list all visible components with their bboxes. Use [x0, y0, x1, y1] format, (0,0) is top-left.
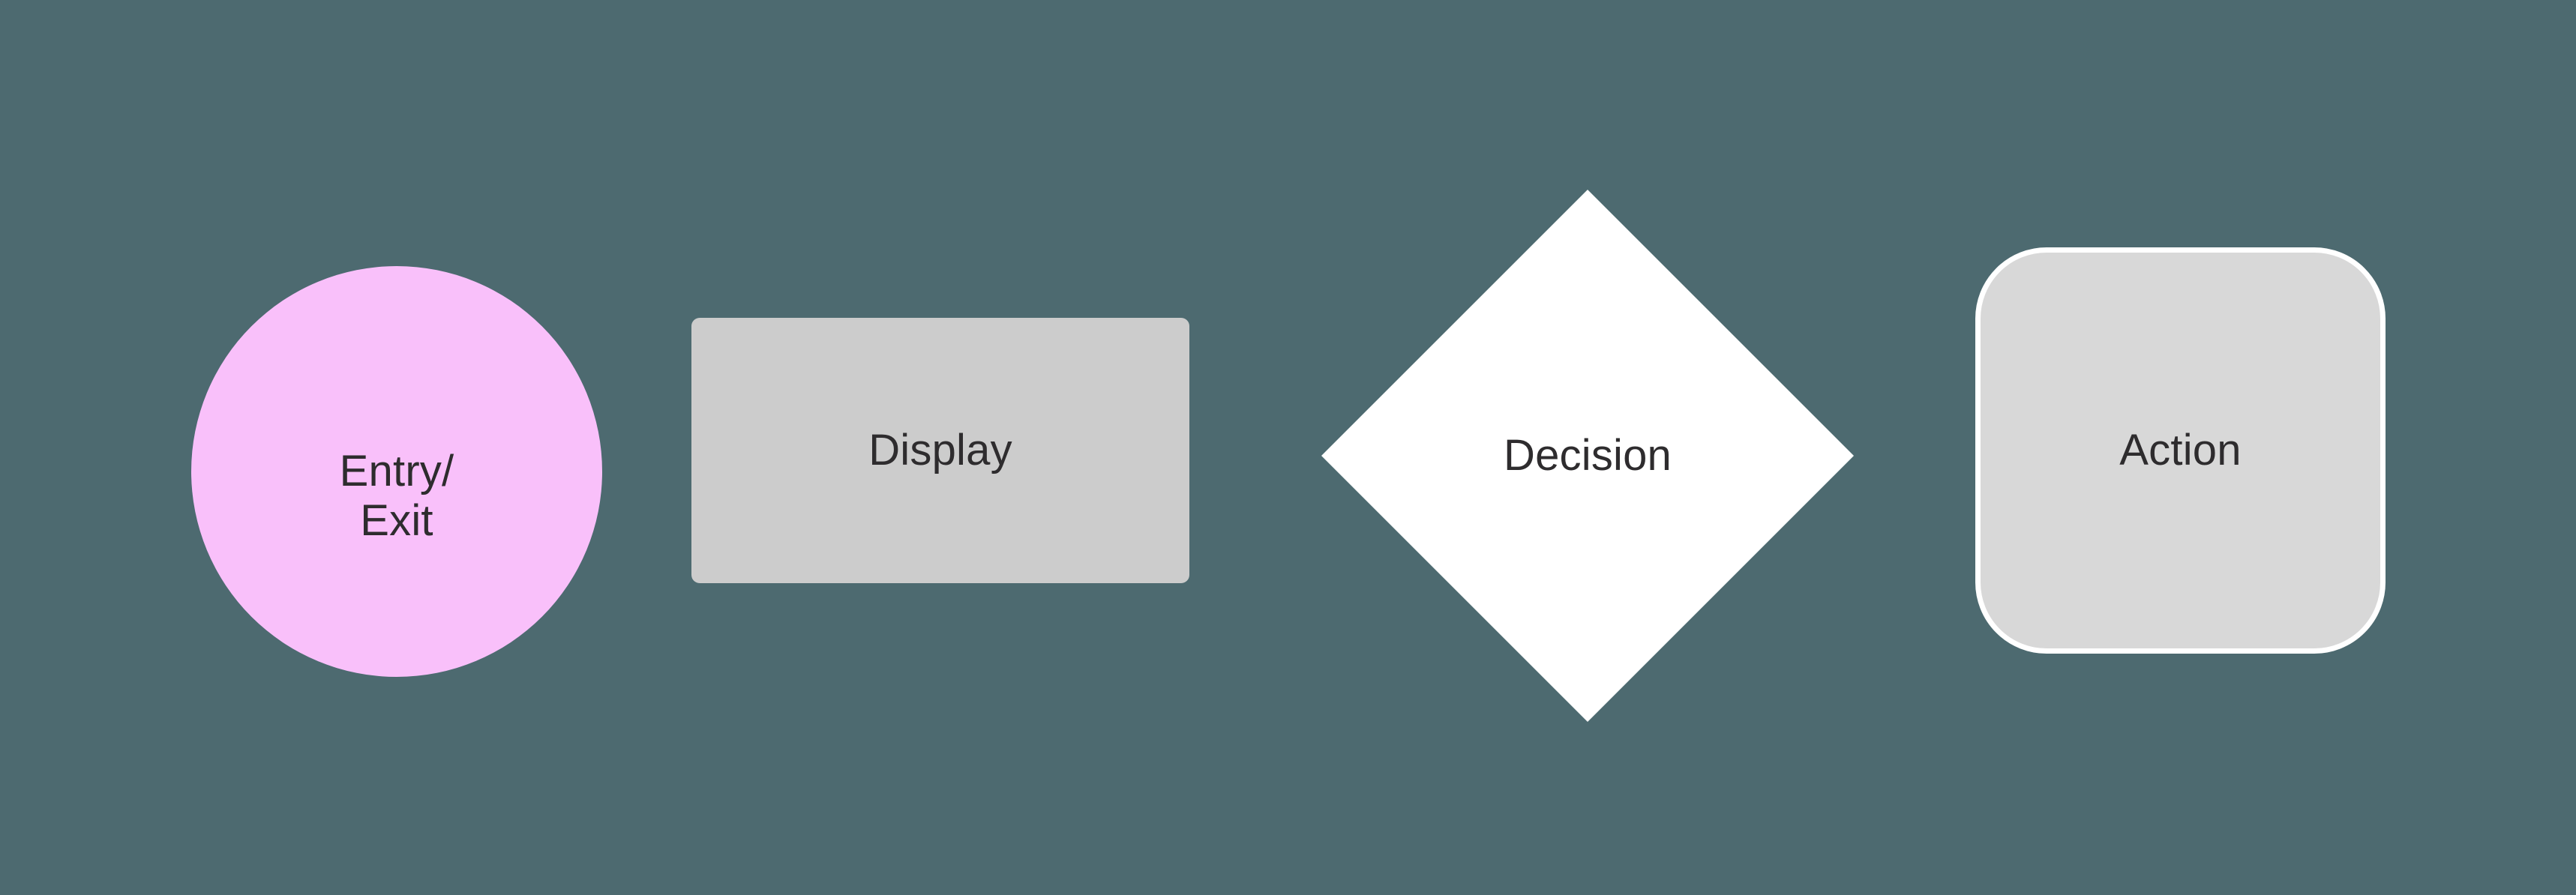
shape-display-label: Display	[868, 426, 1012, 474]
shape-entry-exit-label: Entry/ Exit	[339, 447, 454, 545]
shape-decision[interactable]: Decision	[1321, 190, 1854, 722]
shape-action[interactable]: Action	[1975, 247, 2386, 654]
shape-entry-exit[interactable]: Entry/ Exit	[191, 266, 602, 677]
shape-action-label: Action	[2119, 426, 2242, 474]
shape-display[interactable]: Display	[691, 318, 1189, 583]
diamond-body	[1321, 190, 1854, 722]
